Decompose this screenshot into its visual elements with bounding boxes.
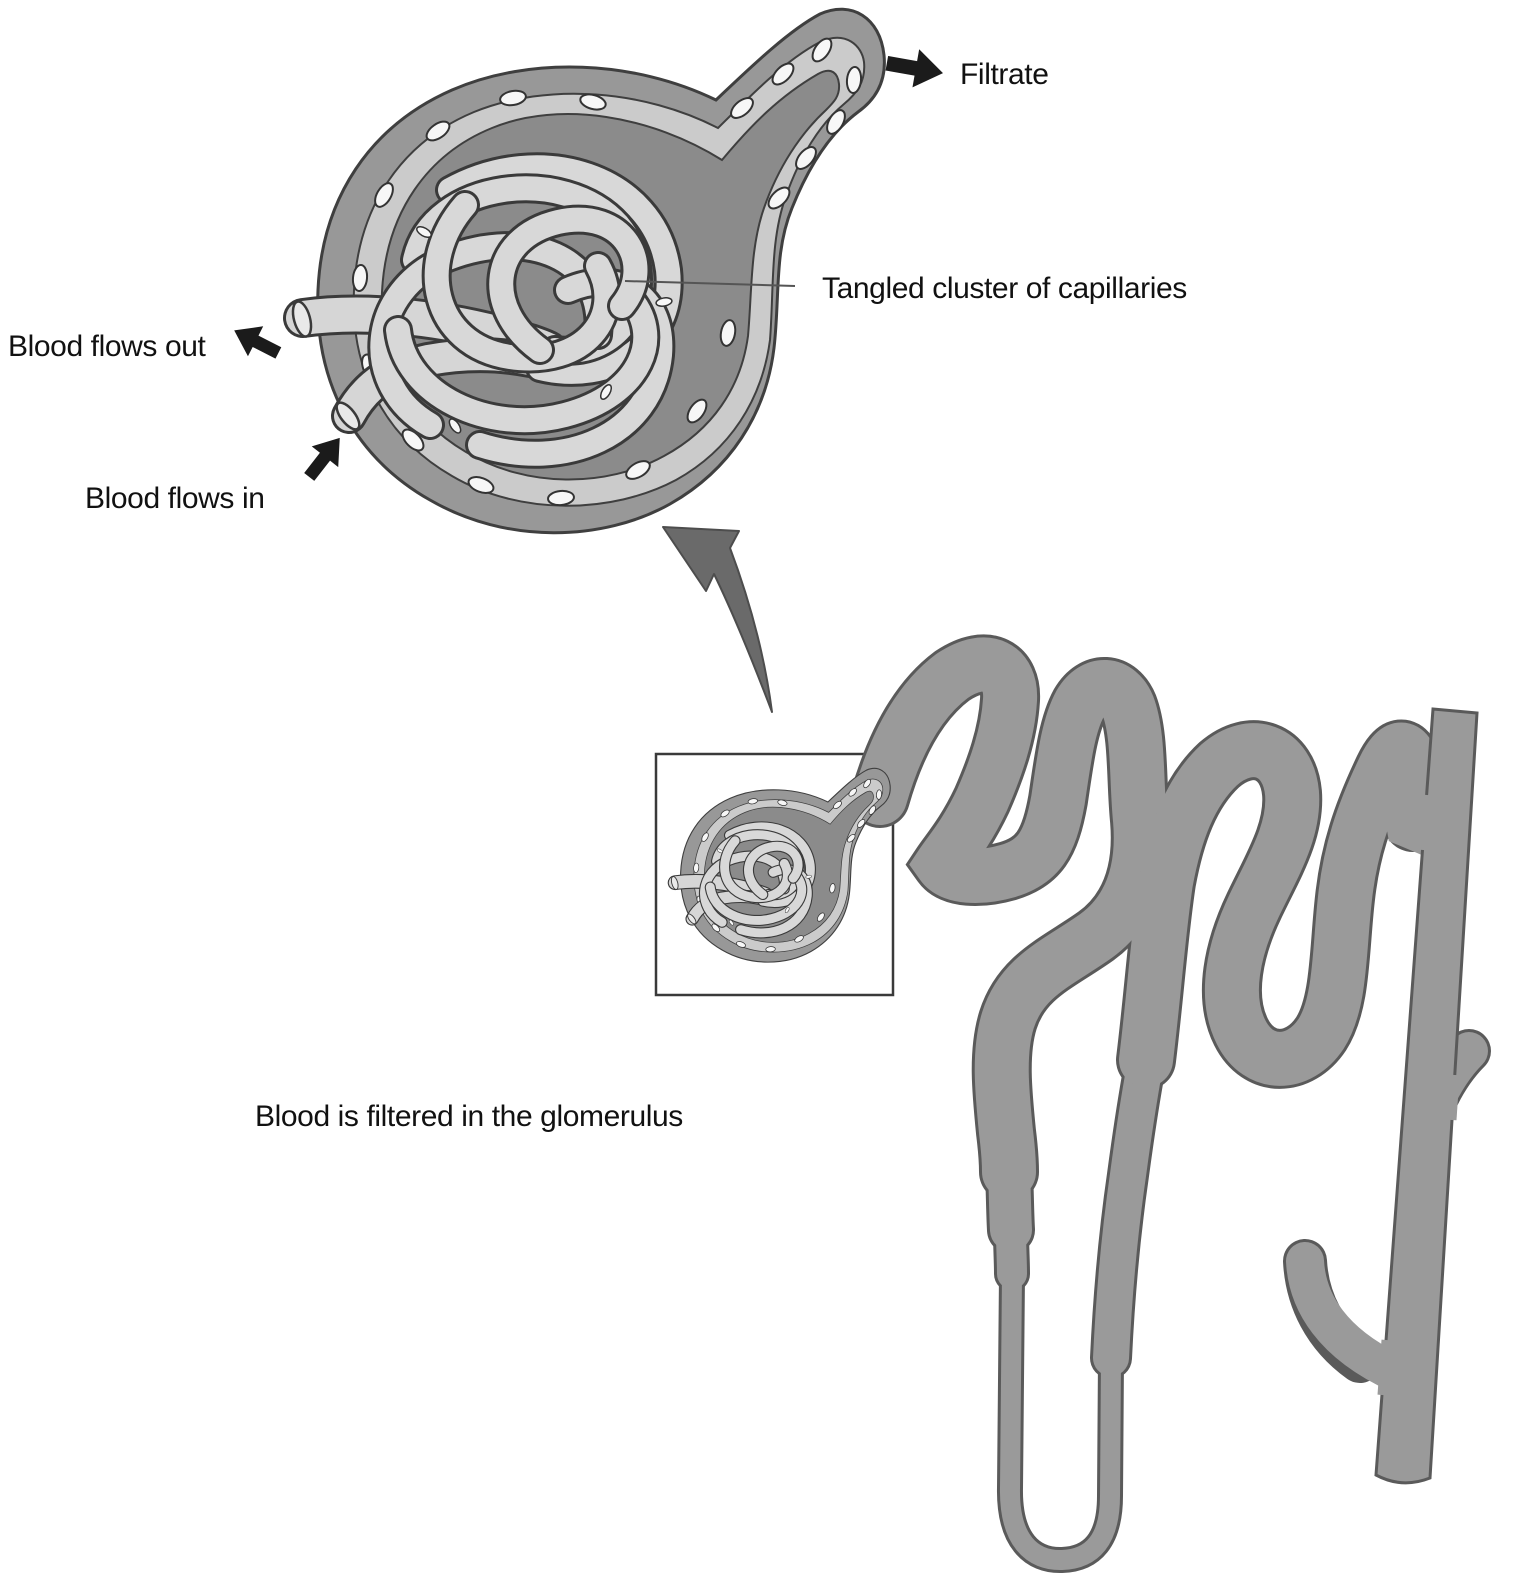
duct-junction-patches [1377,794,1460,1396]
blood-flows-out-label: Blood flows out [8,330,207,363]
tangled-capillaries-label: Tangled cluster of capillaries [822,272,1187,305]
proximal-tubule-fill [853,637,1168,1199]
zoom-box [654,752,895,997]
tubule-fills [853,637,1459,1570]
duct-branch-lower-fill [1286,1242,1417,1393]
filtrate-arrow-icon [883,44,947,93]
loop-of-henle-fill [999,1264,1121,1570]
leader-line [624,280,796,287]
filtrate-label: Filtrate [960,58,1049,91]
glomerulus-small [670,768,890,962]
distal-tubule-fill [1119,723,1459,1087]
collecting-duct [1374,707,1479,1485]
blood-flows-in-label: Blood flows in [85,482,265,515]
ascending-limb-fill [1093,1042,1164,1376]
blood-out-arrow-icon [226,315,287,368]
magnify-arrow-icon [662,526,773,713]
nephron-tubule [850,634,1491,1573]
glomerulus-large [290,9,885,532]
blood-in-arrow-icon [295,427,353,488]
caption-label: Blood is filtered in the glomerulus [255,1100,683,1133]
